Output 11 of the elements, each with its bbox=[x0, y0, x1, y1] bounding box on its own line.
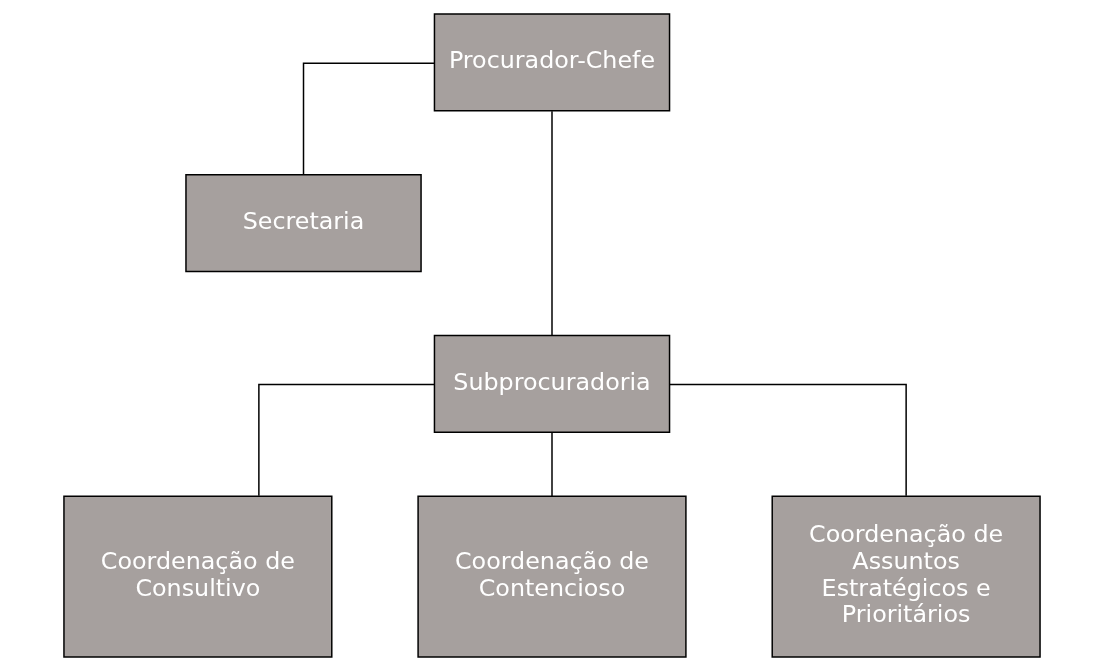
node-box: Coordenação de Assuntos Estratégicos e Prioritários bbox=[770, 495, 1041, 658]
connector bbox=[550, 431, 553, 497]
node-box: Subprocuradoria bbox=[433, 334, 670, 433]
connector bbox=[257, 383, 435, 497]
node-box: Coordenação de Consultivo bbox=[62, 495, 333, 658]
connector bbox=[550, 110, 553, 336]
node-box: Secretaria bbox=[184, 174, 422, 273]
connector bbox=[302, 62, 435, 176]
node-box: Coordenação de Contencioso bbox=[416, 495, 687, 658]
connector bbox=[668, 383, 907, 497]
node-box: Procurador-Chefe bbox=[433, 13, 670, 112]
